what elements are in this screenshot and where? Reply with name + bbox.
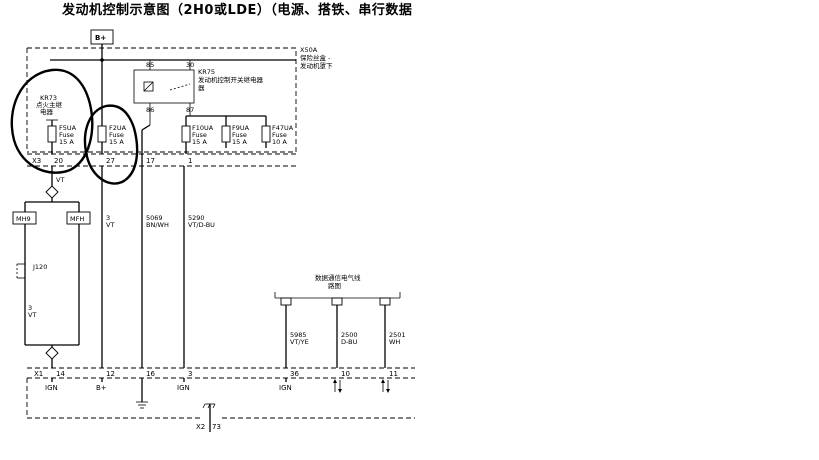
- relay-coil: [143, 81, 154, 92]
- connector-x2-id: X2: [196, 423, 205, 431]
- fuse-block-name-1: 保险丝盒 -: [300, 53, 331, 62]
- x1-pin-12: 12: [106, 370, 115, 378]
- fuse-f5ua-type: Fuse: [59, 131, 74, 139]
- fuse-f5ua-id: F5UA: [59, 124, 77, 132]
- fuse-f10ua-rating: 15 A: [192, 138, 207, 146]
- connector-x3-id: X3: [32, 157, 41, 165]
- fuse-f2ua-type: Fuse: [109, 131, 124, 139]
- x1-pin-14: 14: [56, 370, 65, 378]
- ignition-relay-name-2: 电器: [40, 107, 54, 116]
- fuse-f10ua: F10UA Fuse 15 A: [181, 116, 214, 154]
- wire-5290-num: 5290: [188, 214, 205, 222]
- fuse-f5ua-rating: 15 A: [59, 138, 74, 146]
- fuse-f2ua-id: F2UA: [109, 124, 127, 132]
- wire-5985-color: VT/YE: [290, 338, 309, 346]
- splice-diamond-top: [45, 185, 59, 199]
- wire-2500-color: D-BU: [341, 338, 358, 346]
- relay-name-1: 发动机控制开关继电器: [198, 75, 264, 84]
- serial-bus-label-1: 数据通信电气线: [315, 273, 361, 282]
- relay-coil-slash: [143, 81, 154, 92]
- splice-mh9-label: MH9: [16, 215, 31, 223]
- relay-name-2: 器: [198, 84, 205, 92]
- fuse-block-outline: [27, 47, 297, 153]
- fuse-f9ua: F9UA Fuse 15 A: [221, 116, 250, 148]
- splice-mfh-label: MFH: [70, 215, 84, 223]
- ecm-outline-left: [26, 378, 200, 419]
- signal-ign-1: IGN: [45, 384, 58, 392]
- fuse-f5ua: F5UA Fuse 15 A: [47, 120, 77, 154]
- wire-5290-color: VT/D-BU: [188, 221, 215, 229]
- signal-ign-3: IGN: [279, 384, 292, 392]
- hand-drawn-circle-right: [83, 104, 139, 185]
- fuse-f9ua-id: F9UA: [232, 124, 250, 132]
- fuse-f2ua-rating: 15 A: [109, 138, 124, 146]
- wire-vt-label: VT: [56, 176, 64, 184]
- bus-stub-5985: [280, 297, 292, 306]
- diagram-title: 发动机控制示意图（2H0或LDE）（电源、搭铁、串行数据: [61, 2, 412, 18]
- fuse-f47ua-id: F47UA: [272, 124, 294, 132]
- wire-left-num: 3: [28, 304, 32, 312]
- fuse-block-name-2: 发动机罩下: [300, 61, 333, 70]
- signal-ign-2: IGN: [177, 384, 190, 392]
- x3-pin-1: 1: [188, 157, 192, 165]
- connector-x1-id: X1: [34, 370, 43, 378]
- relay-switch-contact: [169, 83, 191, 91]
- fuse-f10ua-id: F10UA: [192, 124, 214, 132]
- wire-5985-num: 5985: [290, 331, 307, 339]
- x3-pin-20: 20: [54, 157, 63, 165]
- fuse-f47ua-rating: 10 A: [272, 138, 287, 146]
- relay-kr75-box: [133, 69, 195, 104]
- relay-id: KR75: [198, 68, 215, 76]
- serial-data-arrows-icon: [333, 379, 390, 393]
- fuse-f47ua: F47UA Fuse 10 A: [261, 116, 294, 148]
- ground-icon: [136, 378, 148, 409]
- x1-pin-36: 36: [290, 370, 299, 378]
- x3-pin-27: 27: [106, 157, 115, 165]
- bus-stub-2501: [379, 297, 391, 306]
- splice-diamond-bottom: [45, 346, 59, 360]
- x2-pin-73: 73: [212, 423, 221, 431]
- bplus-top-label: B+: [95, 34, 106, 42]
- relay-86-to-wire: [141, 124, 151, 131]
- fuse-f9ua-type: Fuse: [232, 131, 247, 139]
- bus-stub-2500: [331, 297, 343, 306]
- x1-pin-10: 10: [341, 370, 350, 378]
- ignition-relay-id: KR73: [40, 94, 57, 102]
- wire-2500-num: 2500: [341, 331, 358, 339]
- x1-pin-16: 16: [146, 370, 155, 378]
- wire-5069-color: BN/WH: [146, 221, 169, 229]
- connector-j120-label: J120: [32, 263, 47, 271]
- wire-left-color: VT: [28, 311, 36, 319]
- x1-pin-3: 3: [188, 370, 192, 378]
- x3-pin-17: 17: [146, 157, 155, 165]
- fuse-f10ua-type: Fuse: [192, 131, 207, 139]
- wire-bplus-num: 3: [106, 214, 110, 222]
- chassis-ground-icon: [202, 403, 216, 432]
- fuse-f47ua-type: Fuse: [272, 131, 287, 139]
- serial-bus-label-2: 路图: [328, 281, 341, 290]
- ignition-relay-name-1: 点火主继: [36, 100, 63, 109]
- wire-2501-num: 2501: [389, 331, 406, 339]
- fuse-f9ua-rating: 15 A: [232, 138, 247, 146]
- wire-bplus-color: VT: [106, 221, 114, 229]
- wire-5069-num: 5069: [146, 214, 163, 222]
- hand-drawn-circle-left: [10, 68, 94, 174]
- wire-2501-color: WH: [389, 338, 400, 346]
- signal-bplus: B+: [96, 384, 107, 392]
- fuse-block-id: X50A: [300, 46, 318, 54]
- x1-pin-11: 11: [389, 370, 398, 378]
